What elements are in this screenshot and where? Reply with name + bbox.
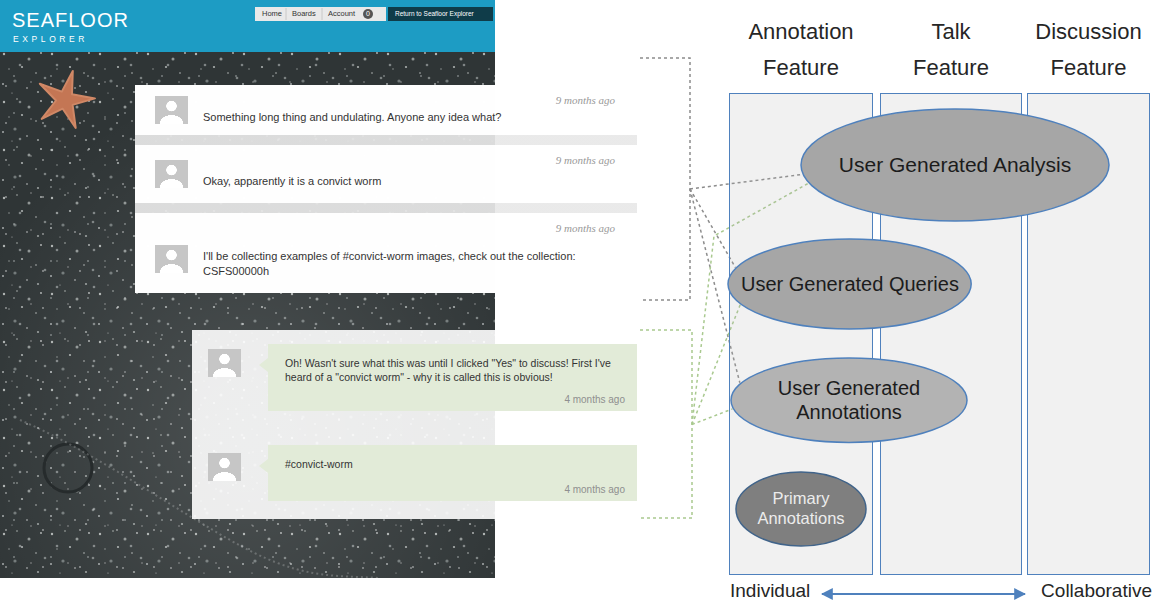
column-heading: Talk Feature (913, 14, 989, 86)
nav-link: Boards (292, 10, 316, 18)
discussion-panel: Oh! Wasn't sure what this was until I cl… (192, 330, 692, 519)
comment-card: Something long thing and undulating. Any… (135, 85, 637, 135)
dashed-connector (692, 409, 733, 425)
avatar-icon (208, 349, 241, 377)
comment-text: Something long thing and undulating. Any… (203, 110, 615, 125)
site-logo: SEAFLOOR (12, 9, 129, 31)
starfish (40, 71, 95, 128)
ellipse-label: Primary Annotations (751, 489, 851, 529)
comment-card: Okay, apparently it is a convict worm 9 m… (135, 145, 637, 203)
category-ellipse: User Generated Queries (727, 238, 972, 330)
ellipse-label: User Generated Annotations (764, 376, 934, 424)
timestamp: 9 months ago (556, 222, 615, 234)
nav-bar (255, 7, 386, 21)
nav-link: Home (262, 10, 282, 18)
category-ellipse: User Generated Analysis (800, 108, 1110, 222)
primary-ellipse: Primary Annotations (735, 471, 867, 547)
nav-separator (322, 8, 323, 20)
timestamp: 9 months ago (556, 154, 615, 166)
nav-separator (286, 8, 287, 20)
column-heading: Discussion Feature (1035, 14, 1141, 86)
ellipse-shape (728, 239, 971, 329)
double-arrow (822, 593, 1025, 595)
ellipse-shape (736, 472, 866, 546)
comment-text: I'll be collecting examples of #convict-… (203, 249, 615, 279)
category-ellipse: User Generated Annotations (730, 357, 968, 443)
ellipse-label: User Generated Analysis (839, 152, 1071, 177)
discussion-bubble: Oh! Wasn't sure what this was until I cl… (268, 344, 637, 411)
axis-end-label: Individual (730, 581, 810, 602)
comment-text: Okay, apparently it is a convict worm (203, 174, 615, 189)
avatar-icon (155, 96, 188, 124)
ellipse-shape (801, 109, 1109, 221)
nav-button (388, 7, 493, 21)
comment-card: I'll be collecting examples of #convict-… (135, 213, 637, 293)
avatar-icon (208, 453, 241, 481)
nav-button-label: Return to Seafloor Explorer (395, 10, 474, 17)
timestamp: 4 months ago (564, 484, 625, 495)
avatar-icon (155, 160, 188, 188)
seafloor-burrow (44, 444, 92, 492)
ellipse-outline (730, 357, 968, 443)
axis-end-label: Collaborative (1041, 581, 1152, 602)
notification-badge (363, 9, 373, 19)
nav-link: Account (328, 10, 355, 18)
comment-panel: Something long thing and undulating. Any… (135, 85, 690, 293)
comment-text: #convict-worm (285, 457, 623, 471)
comment-text: Oh! Wasn't sure what this was until I cl… (285, 356, 623, 384)
notification-count: 0 (366, 10, 370, 18)
header-bar (0, 0, 495, 52)
column-heading: Annotation Feature (748, 14, 853, 86)
discussion-bubble: #convict-worm 4 months ago (268, 445, 637, 501)
ellipse-label: User Generated Queries (741, 272, 959, 296)
timestamp: 9 months ago (556, 94, 615, 106)
avatar-icon (155, 245, 188, 273)
ellipse-shape (731, 358, 967, 442)
site-logo-subtitle: EXPLORER (13, 35, 88, 44)
timestamp: 4 months ago (564, 394, 625, 405)
